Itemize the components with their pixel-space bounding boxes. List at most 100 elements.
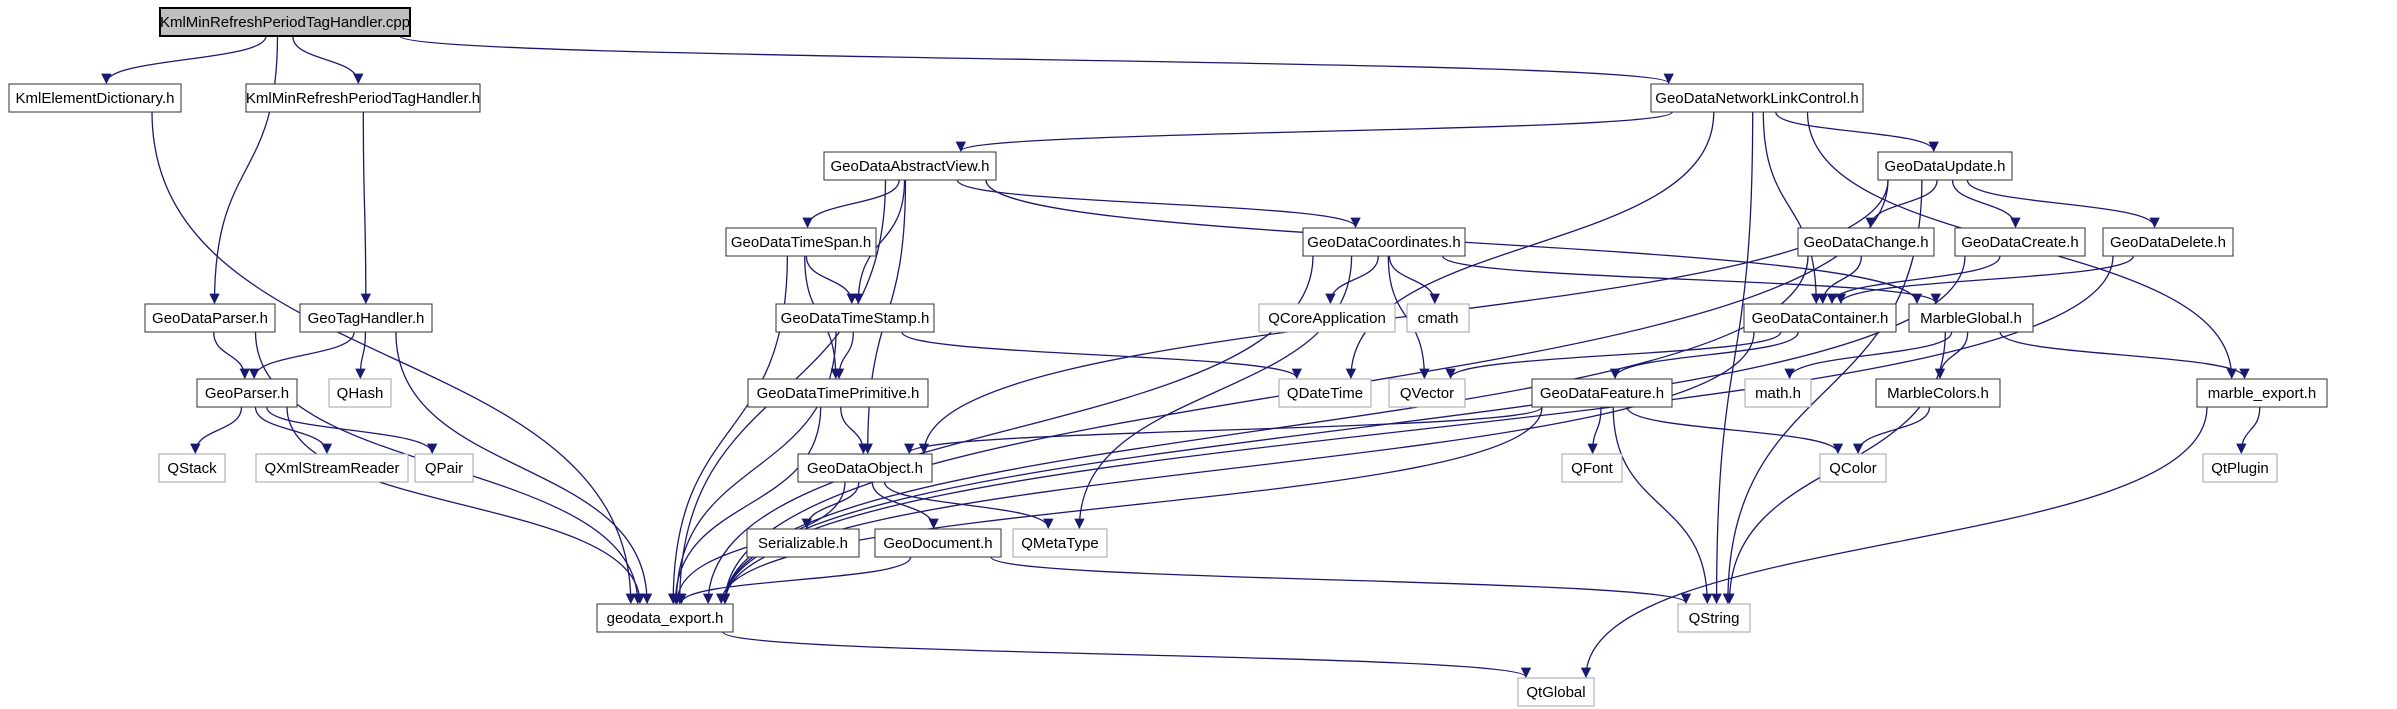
node-box[interactable] [196,378,298,408]
node-box[interactable] [1797,227,1935,257]
node-box[interactable] [2196,378,2328,408]
node-label: QHash [337,385,384,402]
node-box[interactable] [299,303,433,333]
include-edge-gdobject-to-qmetatype [883,481,1054,530]
graph-node-qvector[interactable]: QVector [1388,378,1466,408]
graph-node-feature[interactable]: GeoDataFeature.h [1531,378,1673,408]
graph-node-qpair[interactable]: QPair [414,453,474,483]
graph-node-qdatetime[interactable]: QDateTime [1278,378,1372,408]
graph-node-qcoreapp[interactable]: QCoreApplication [1258,303,1396,333]
node-box[interactable] [2102,227,2234,257]
graph-node-geodoc[interactable]: GeoDocument.h [874,528,1002,558]
node-box[interactable] [1908,303,2034,333]
node-box[interactable] [746,528,860,558]
graph-node-qfont[interactable]: QFont [1561,453,1623,483]
include-edge-geodoc-to-gexport [676,556,912,605]
node-box[interactable] [1744,378,1812,408]
node-box[interactable] [255,453,409,483]
graph-node-timestamp[interactable]: GeoDataTimeStamp.h [775,303,935,333]
node-box[interactable] [159,7,411,37]
node-box[interactable] [1531,378,1673,408]
graph-node-kmlh[interactable]: KmlMinRefreshPeriodTagHandler.h [245,83,481,113]
node-box[interactable] [823,151,997,181]
graph-node-mcolors[interactable]: MarbleColors.h [1875,378,2001,408]
graph-node-timeprim[interactable]: GeoDataTimePrimitive.h [747,378,929,408]
graph-node-gdobject[interactable]: GeoDataObject.h [797,453,933,483]
node-box[interactable] [2202,453,2278,483]
node-box[interactable] [1954,227,2086,257]
graph-node-mglobal[interactable]: MarbleGlobal.h [1908,303,2034,333]
include-edge-tagh-to-qhash [355,331,367,380]
node-box[interactable] [1406,303,1470,333]
node-box[interactable] [1677,603,1751,633]
graph-node-qcolor[interactable]: QColor [1819,453,1887,483]
node-box[interactable] [874,528,1002,558]
edge-layer [101,35,2261,679]
graph-node-qxml[interactable]: QXmlStreamReader [255,453,409,483]
node-box[interactable] [1561,453,1623,483]
graph-node-tagh[interactable]: GeoTagHandler.h [299,303,433,333]
node-label: KmlMinRefreshPeriodTagHandler.cpp [160,14,410,31]
include-edge-feature-to-qstring [1612,406,1713,605]
node-box[interactable] [1517,677,1595,707]
include-edge-mexport-to-qtplugin [2236,406,2261,455]
node-box[interactable] [797,453,933,483]
node-box[interactable] [1875,378,2001,408]
graph-node-qstack[interactable]: QStack [158,453,226,483]
graph-node-qstring[interactable]: QString [1677,603,1751,633]
node-box[interactable] [775,303,935,333]
graph-node-delete[interactable]: GeoDataDelete.h [2102,227,2234,257]
include-edge-delete-to-container [1835,255,2134,305]
graph-node-mexport[interactable]: marble_export.h [2196,378,2328,408]
include-edge-container-to-feature [1609,331,1799,380]
include-edge-timestamp-to-timeprim [833,331,854,380]
include-edge-mcolors-to-qcolor [1852,406,1931,455]
include-edge-cpp-to-kmlh [292,35,364,85]
node-box[interactable] [1819,453,1887,483]
node-box[interactable] [158,453,226,483]
graph-node-cmath[interactable]: cmath [1406,303,1470,333]
node-box[interactable] [1877,151,2013,181]
node-box[interactable] [414,453,474,483]
node-box[interactable] [328,378,392,408]
graph-node-kmldict[interactable]: KmlElementDictionary.h [8,83,182,113]
graph-node-gexport[interactable]: geodata_export.h [596,603,734,633]
node-box[interactable] [1258,303,1396,333]
include-edge-geoparser-to-qpair [266,406,438,455]
graph-node-serial[interactable]: Serializable.h [746,528,860,558]
node-box[interactable] [1743,303,1897,333]
node-box[interactable] [144,303,276,333]
graph-node-qtplugin[interactable]: QtPlugin [2202,453,2278,483]
node-box[interactable] [747,378,929,408]
graph-node-qhash[interactable]: QHash [328,378,392,408]
include-edge-gdobject-to-serial [801,481,860,530]
graph-node-change[interactable]: GeoDataChange.h [1797,227,1935,257]
node-box[interactable] [8,83,182,113]
graph-node-cpp[interactable]: KmlMinRefreshPeriodTagHandler.cpp [159,7,411,37]
graph-node-gdparser[interactable]: GeoDataParser.h [144,303,276,333]
graph-node-nlc[interactable]: GeoDataNetworkLinkControl.h [1650,83,1864,113]
graph-node-update[interactable]: GeoDataUpdate.h [1877,151,2013,181]
include-edge-update-to-delete [1966,179,2160,229]
graph-node-math[interactable]: math.h [1744,378,1812,408]
graph-node-qmetatype[interactable]: QMetaType [1012,528,1108,558]
graph-node-geoparser[interactable]: GeoParser.h [196,378,298,408]
node-box[interactable] [1650,83,1864,113]
graph-node-timespan[interactable]: GeoDataTimeSpan.h [725,227,877,257]
node-label: GeoTagHandler.h [308,310,425,327]
graph-node-create[interactable]: GeoDataCreate.h [1954,227,2086,257]
node-box[interactable] [245,83,481,113]
node-box[interactable] [596,603,734,633]
node-box[interactable] [1278,378,1372,408]
node-box[interactable] [1012,528,1108,558]
graph-node-container[interactable]: GeoDataContainer.h [1743,303,1897,333]
node-box[interactable] [725,227,877,257]
node-box[interactable] [1388,378,1466,408]
node-box[interactable] [1302,227,1466,257]
graph-node-absview[interactable]: GeoDataAbstractView.h [823,151,997,181]
graph-node-coords[interactable]: GeoDataCoordinates.h [1302,227,1466,257]
include-edge-geoparser-to-qxml [254,406,333,455]
node-label: GeoDataAbstractView.h [831,158,990,175]
graph-node-qtglobal[interactable]: QtGlobal [1517,677,1595,707]
